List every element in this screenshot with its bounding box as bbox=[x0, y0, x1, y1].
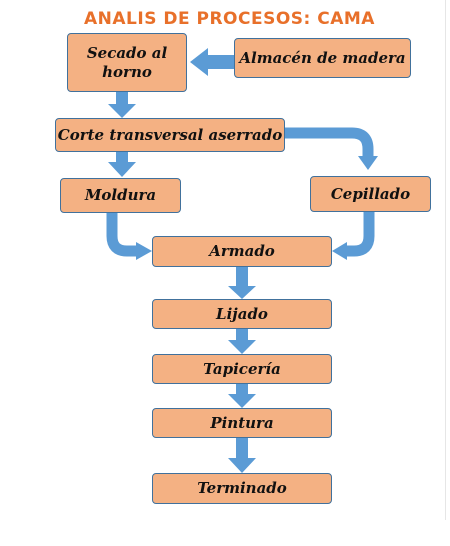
arrow-secado-to-corte bbox=[108, 92, 136, 118]
arrow-tapiceria-to-pintura bbox=[228, 384, 256, 408]
arrow-corte-to-cepillado-head bbox=[358, 156, 378, 170]
step-lijado: Lijado bbox=[152, 299, 332, 329]
step-terminado: Terminado bbox=[152, 473, 332, 504]
step-almacen: Almacén de madera bbox=[234, 38, 411, 78]
arrow-pintura-to-terminado bbox=[228, 438, 256, 473]
arrow-corte-to-cepillado bbox=[284, 127, 374, 158]
arrow-corte-to-moldura bbox=[108, 152, 136, 177]
step-cepillado: Cepillado bbox=[310, 176, 431, 212]
page-edge-line bbox=[445, 0, 446, 520]
arrow-cepillado-to-armado-head bbox=[332, 242, 347, 260]
step-armado: Armado bbox=[152, 236, 332, 267]
step-secado: Secado al horno bbox=[67, 33, 187, 92]
diagram-title: ANALIS DE PROCESOS: CAMA bbox=[84, 9, 375, 29]
step-pintura: Pintura bbox=[152, 408, 332, 438]
arrow-moldura-to-armado-head bbox=[136, 242, 152, 260]
arrow-almacen-to-secado bbox=[190, 48, 234, 76]
arrow-cepillado-to-armado bbox=[345, 212, 375, 257]
step-corte: Corte transversal aserrado bbox=[55, 118, 285, 152]
arrow-armado-to-lijado bbox=[228, 267, 256, 299]
step-tapiceria: Tapicería bbox=[152, 354, 332, 384]
step-moldura: Moldura bbox=[60, 178, 181, 213]
arrow-moldura-to-armado bbox=[106, 213, 138, 257]
arrow-lijado-to-tapiceria bbox=[228, 329, 256, 354]
